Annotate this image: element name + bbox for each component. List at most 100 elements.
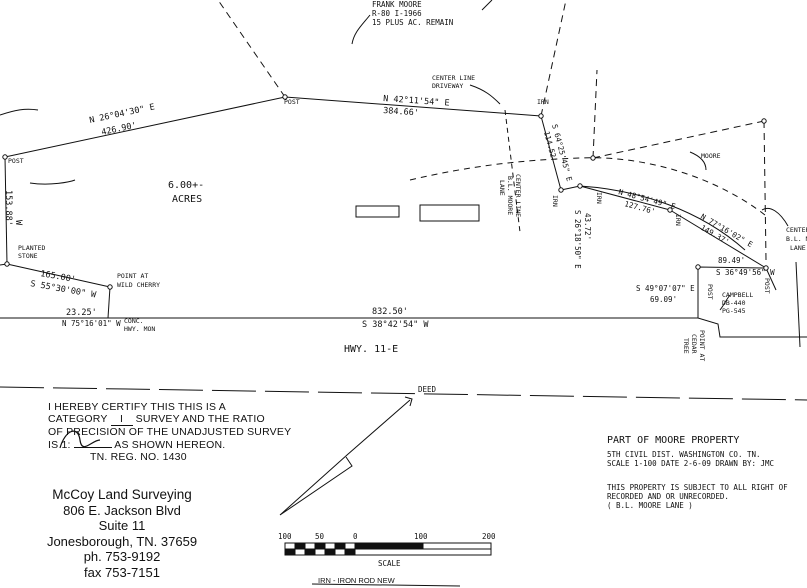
bearing-conc: N 75°16'01" W	[62, 319, 121, 328]
dashed-boundary-b	[540, 0, 567, 117]
bearing-bottom: S 38°42'54" W	[362, 320, 429, 330]
building-2	[419, 204, 480, 222]
boundary-northwest	[4, 96, 286, 158]
dashed-boundary-c	[592, 69, 598, 159]
bearing-lot-side: S 49°07'07" E	[636, 284, 695, 293]
label-lane-2: B.L. MOORE	[506, 176, 514, 215]
dashed-boundary-a	[217, 0, 286, 98]
owner-record: R-80 I-1966	[372, 9, 422, 18]
cert-category: I	[110, 413, 133, 427]
leader-west	[29, 179, 76, 185]
bearing-west-dist: 153.88'	[3, 190, 13, 226]
building-1	[355, 205, 400, 218]
cert-line-4: IS 1: AS SHOWN HEREON.	[48, 439, 258, 451]
leader-moore	[689, 151, 707, 171]
scale-200: 200	[482, 532, 496, 541]
point-post-2	[282, 94, 288, 100]
label-center-3: LANE	[790, 244, 806, 252]
leader-nw	[0, 108, 39, 116]
point-irn-2	[558, 187, 564, 193]
scale-0: 0	[353, 532, 358, 541]
label-cedar-1: POINT AT	[698, 330, 706, 361]
label-irn-2: IRN	[551, 195, 559, 207]
boundary-southwest	[6, 263, 111, 288]
dashed-driveway-leader	[504, 109, 521, 233]
label-post-3: POST	[763, 278, 771, 294]
info-title: PART OF MOORE PROPERTY	[607, 435, 739, 446]
point-post-4	[695, 264, 701, 270]
footer-scribble-underline	[311, 583, 461, 587]
label-planted-2: STONE	[18, 252, 38, 260]
leader-campbell	[719, 294, 731, 311]
bearing-c1: S 26°18'50" E	[573, 210, 582, 269]
bearing-nw-dist: 426.90'	[101, 121, 138, 138]
boundary-curve-3	[669, 209, 767, 269]
scale-50: 50	[315, 532, 325, 541]
company-fax: fax 753-7151	[84, 564, 160, 580]
point-dashed-2	[761, 118, 767, 124]
bearing-conc-dist: 23.25'	[66, 308, 97, 318]
company-block: McCoy Land Surveying 806 E. Jackson Blvd…	[28, 487, 216, 580]
footer-note: IRN - IRON ROD NEW	[318, 576, 396, 585]
label-cherry-1: POINT AT	[117, 272, 148, 280]
label-driveway-1: CENTER LINE	[432, 74, 475, 82]
highway-center-dash	[0, 386, 807, 401]
scale-labels: 100 50 0 100 200 SCALE	[278, 532, 496, 568]
owner-remain: 15 PLUS AC. REMAIN	[372, 18, 453, 27]
point-stone	[4, 261, 10, 267]
cert-ratio	[73, 446, 112, 448]
highway-north-edge	[0, 317, 807, 338]
label-deed: DEED	[418, 385, 437, 394]
company-suite: Suite 11	[98, 518, 146, 533]
bearing-north: N 42°11'54" E	[383, 94, 450, 109]
cert-line-3: OF PRECISION OF THE UNADJUSTED SURVEY	[48, 426, 292, 439]
label-center-2: B.L. MO	[786, 235, 807, 243]
leader-top-right	[481, 0, 493, 11]
scale-100-left: 100	[278, 532, 292, 541]
scale-100-right: 100	[414, 532, 428, 541]
label-cherry-2: WILD CHERRY	[117, 281, 160, 289]
info-line1: 5TH CIVIL DIST. WASHINGTON CO. TN.	[607, 450, 761, 459]
label-conc-2: HWY. MON	[124, 325, 155, 333]
moore-lane-centerline	[409, 157, 766, 216]
point-irn-1	[538, 113, 544, 119]
info-note2: RECORDED AND OR UNRECORDED.	[607, 492, 729, 501]
owner-block: FRANK MOORE R-80 I-1966 15 PLUS AC. REMA…	[372, 0, 453, 27]
company-street: 806 E. Jackson Blvd	[63, 502, 181, 518]
boundary-curve-2	[579, 185, 671, 211]
north-arrow	[279, 399, 411, 516]
label-irn-3: IRN	[595, 192, 603, 204]
area-value: 6.00+-	[168, 180, 204, 191]
bearing-lot-side-dist: 69.09'	[650, 295, 677, 304]
company-city: Jonesborough, TN. 37659	[46, 533, 198, 549]
point-irn-4	[667, 207, 673, 213]
company-name: McCoy Land Surveying	[52, 487, 192, 502]
label-moore: MOORE	[701, 152, 721, 160]
dashed-boundary-e	[763, 120, 767, 261]
owner-name: FRANK MOORE	[372, 0, 422, 9]
campbell-lot	[697, 266, 767, 318]
label-lane-3: LANE	[498, 180, 506, 196]
boundary-north	[284, 96, 542, 117]
label-cedar-3: TREE	[682, 338, 690, 354]
scale-label: SCALE	[378, 559, 401, 568]
area-unit: ACRES	[172, 194, 202, 205]
bearing-west-dir: W	[13, 220, 23, 226]
cert-line-4a: IS 1:	[48, 438, 71, 451]
label-center-1: CENTER	[786, 226, 807, 234]
cert-line-4b: AS SHOWN HEREON.	[114, 438, 226, 451]
label-highway: HWY. 11-E	[344, 344, 398, 355]
label-irn-4: IRN	[674, 214, 682, 226]
cert-line-2b: SURVEY AND THE RATIO	[135, 413, 265, 426]
label-planted-1: PLANTED	[18, 244, 45, 252]
bearing-lot-top: S 36°49'56" W	[716, 268, 775, 277]
label-post-1: POST	[8, 157, 24, 165]
label-campbell-2: DB-440	[722, 299, 746, 307]
bearing-lot-top-dist: 89.49'	[718, 256, 745, 265]
label-post-2: POST	[284, 98, 300, 106]
bearing-c1-dist: 43.72'	[583, 213, 592, 240]
boundary-west	[4, 156, 8, 265]
boundary-lot-side	[765, 267, 777, 291]
leader-center-bl	[761, 207, 789, 227]
